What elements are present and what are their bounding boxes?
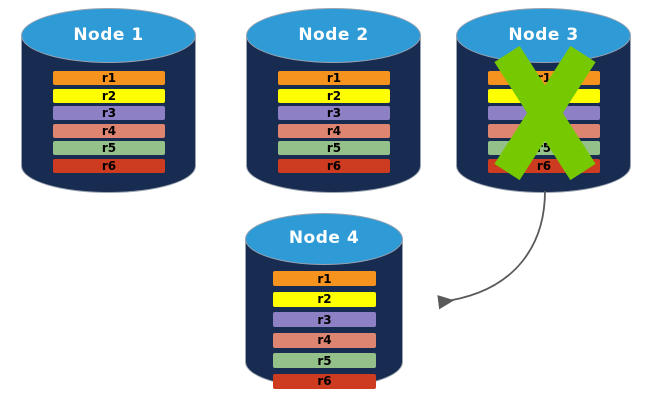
node-3-top-disc: [456, 8, 631, 63]
node-2-row-r1[interactable]: r1: [278, 71, 390, 85]
node-4-row-r3[interactable]: r3: [273, 312, 376, 327]
node-1-top-disc: [21, 8, 196, 63]
node-4-top-disc: [245, 213, 403, 265]
node-2-top-disc: [246, 8, 421, 63]
node-4-row-r2[interactable]: r2: [273, 291, 376, 307]
node-4-row-r1[interactable]: r1: [273, 271, 376, 286]
node-1-row-r4[interactable]: r4: [53, 123, 165, 138]
node-3-row-r6[interactable]: r6: [488, 159, 600, 173]
node-3-row-r3[interactable]: r3: [488, 106, 600, 121]
node-1-row-r5[interactable]: r5: [53, 141, 165, 156]
node-3-row-r2[interactable]: r2: [488, 88, 600, 103]
node-2-row-r6[interactable]: r6: [278, 159, 390, 173]
node-4-row-r4[interactable]: r4: [273, 332, 376, 348]
node-3-row-r4[interactable]: r4: [488, 123, 600, 138]
node-1-row-r1[interactable]: r1: [53, 71, 165, 85]
node-2-row-r4[interactable]: r4: [278, 123, 390, 138]
node-3-row-r5[interactable]: r5: [488, 141, 600, 156]
node-2-row-r3[interactable]: r3: [278, 106, 390, 121]
node-2-row-r5[interactable]: r5: [278, 141, 390, 156]
node-3-row-r1[interactable]: r1: [488, 71, 600, 85]
node-4-row-r5[interactable]: r5: [273, 353, 376, 368]
node-1-row-r6[interactable]: r6: [53, 159, 165, 173]
node-1-row-r2[interactable]: r2: [53, 88, 165, 103]
node-2-row-r2[interactable]: r2: [278, 88, 390, 103]
node-4-row-r6[interactable]: r6: [273, 373, 376, 389]
node-1-row-r3[interactable]: r3: [53, 106, 165, 121]
